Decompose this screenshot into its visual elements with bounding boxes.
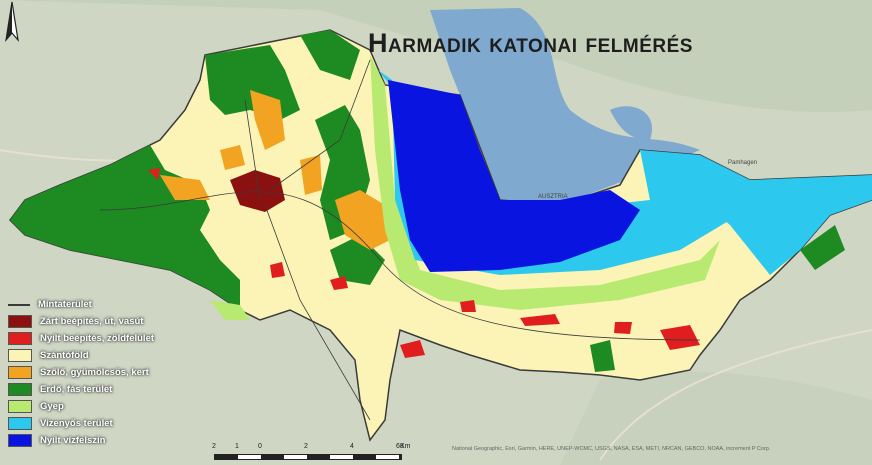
- lake-background: [610, 106, 652, 140]
- open-builtup-area: [148, 168, 160, 180]
- open-builtup-area: [660, 325, 700, 350]
- orchard-area: [335, 190, 390, 250]
- road-line: [269, 59, 371, 191]
- forest-area: [800, 225, 845, 270]
- scale-tick: 0: [258, 443, 262, 450]
- north-arrow-icon: [5, 1, 19, 42]
- legend-swatch: [8, 332, 32, 345]
- grassland-area: [210, 300, 250, 320]
- open-builtup-area: [460, 300, 476, 312]
- legend-item: Zárt beépítés, út, vasút: [8, 313, 218, 330]
- forest-area: [590, 340, 615, 372]
- legend-item: Erdő, fás terület: [8, 381, 218, 398]
- attribution-text: National Geographic, Esri, Garmin, HERE,…: [452, 446, 771, 452]
- lake-background: [430, 8, 700, 205]
- forest-area: [300, 30, 360, 80]
- legend-label: Nyílt beépítés, zöldfelület: [40, 333, 155, 344]
- legend-item: Szántóföld: [8, 347, 218, 364]
- legend-swatch: [8, 315, 32, 328]
- open-builtup-area: [270, 262, 285, 278]
- orchard-area: [220, 145, 245, 170]
- legend-item: Gyep: [8, 398, 218, 415]
- legend-swatch: [8, 383, 32, 396]
- legend-item: Szőlő, gyümölcsös, kert: [8, 364, 218, 381]
- road-line: [244, 99, 261, 201]
- scale-tick: 2: [304, 443, 308, 450]
- legend-label: Zárt beépítés, út, vasút: [40, 316, 144, 327]
- basemap-shade: [0, 0, 872, 112]
- legend-swatch: [8, 417, 32, 430]
- basemap-shade: [560, 371, 872, 465]
- legend-swatch: [8, 366, 32, 379]
- open-builtup-area: [400, 340, 425, 358]
- scale-tick: 8: [400, 443, 404, 450]
- scale-tick: 2: [212, 443, 216, 450]
- open-water: [388, 80, 640, 272]
- legend-label: Mintaterület: [38, 299, 92, 310]
- scale-bar-graphic: [214, 454, 402, 460]
- basemap-road: [599, 329, 872, 461]
- scale-tick: 6: [396, 443, 400, 450]
- legend-item: Mintaterület: [8, 296, 218, 313]
- legend-swatch: [8, 349, 32, 362]
- legend-label: Gyep: [40, 401, 64, 412]
- legend-item: Vizenyős terület: [8, 415, 218, 432]
- scale-tick: Km: [400, 443, 411, 450]
- legend-label: Szántóföld: [40, 350, 89, 361]
- open-builtup-area: [520, 314, 560, 326]
- legend-swatch: [8, 434, 32, 447]
- legend-label: Szőlő, gyümölcsös, kert: [40, 367, 149, 378]
- place-label: AUSZTRIA: [538, 194, 568, 200]
- urban-area: [230, 170, 285, 212]
- place-label: Pamhagen: [728, 160, 758, 166]
- open-builtup-area: [330, 276, 348, 290]
- legend-label: Nyílt vízfelszín: [40, 435, 106, 446]
- wetland-area: [640, 150, 872, 275]
- map-title: Harmadik katonai felmérés: [368, 28, 693, 58]
- legend-item: Nyílt vízfelszín: [8, 432, 218, 449]
- orchard-area: [250, 90, 285, 150]
- road-line: [264, 204, 371, 421]
- grassland-area: [370, 55, 720, 310]
- legend-swatch: [8, 303, 30, 306]
- legend-label: Erdő, fás terület: [40, 384, 113, 395]
- road-line: [99, 191, 701, 341]
- scale-tick: 4: [350, 443, 354, 450]
- open-builtup-area: [614, 322, 632, 334]
- legend-swatch: [8, 400, 32, 413]
- legend-label: Vizenyős terület: [40, 418, 113, 429]
- orchard-area: [160, 175, 210, 200]
- legend-item: Nyílt beépítés, zöldfelület: [8, 330, 218, 347]
- scale-tick: 1: [235, 443, 239, 450]
